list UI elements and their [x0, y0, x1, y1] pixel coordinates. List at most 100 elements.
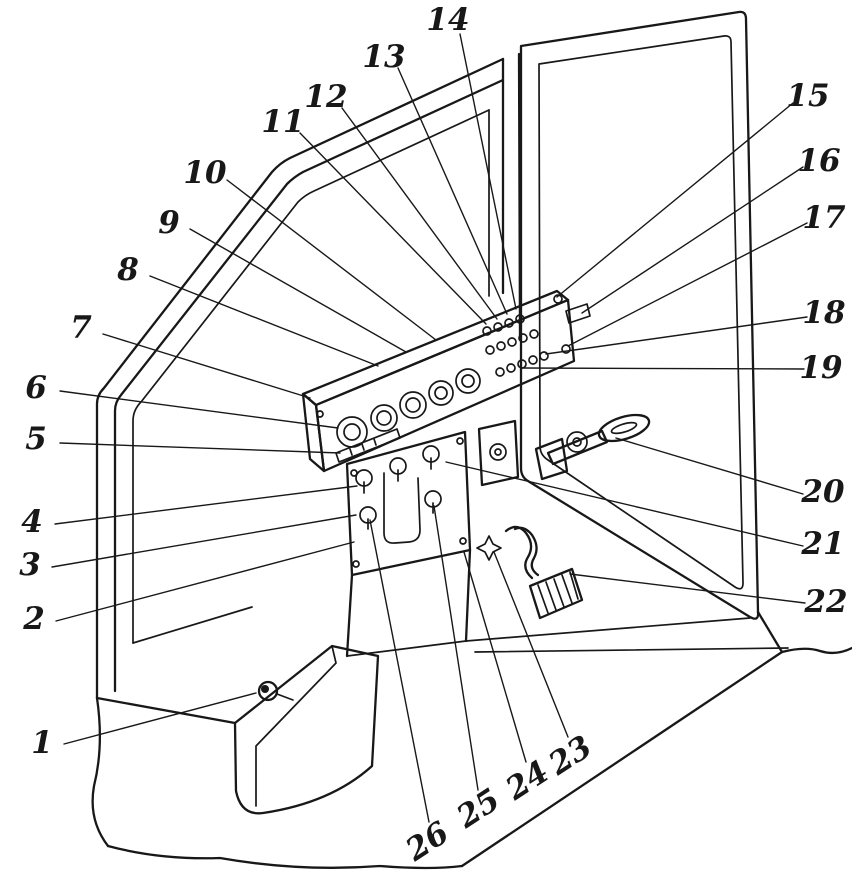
leader-line	[54, 485, 358, 525]
gauge	[428, 380, 454, 406]
callout-5: 5	[25, 421, 47, 457]
left-window-outer	[95, 57, 505, 700]
callout-13: 13	[362, 39, 405, 75]
gauge-dial	[405, 397, 421, 413]
callout-20: 20	[800, 474, 845, 510]
indicator-lamp	[482, 326, 492, 336]
indicator-lamp	[504, 318, 514, 328]
console-bolt	[352, 560, 360, 568]
callout-15: 15	[786, 78, 829, 114]
foot-pedal	[476, 525, 584, 620]
leader-line	[463, 551, 527, 763]
switch-knob	[359, 506, 377, 524]
hand-lever	[534, 413, 651, 481]
callout-9: 9	[158, 205, 180, 241]
floor-diagonal	[460, 650, 784, 868]
leader-line	[556, 102, 794, 298]
gauge	[399, 391, 427, 419]
leader-line	[369, 519, 430, 823]
data-plate-marks	[349, 438, 377, 456]
callout-2: 2	[22, 601, 45, 637]
callout-3: 3	[19, 547, 41, 583]
corner-join	[756, 610, 784, 654]
pedestal-left	[345, 573, 354, 658]
leader-line	[569, 573, 806, 604]
callout-labels: 1 2 3 4 5 6 7 8 9 10 11 12 13 14 15 16 1…	[19, 2, 847, 869]
indicator-lamp	[528, 355, 538, 365]
right-window-pane	[538, 35, 744, 590]
box-button-center	[494, 448, 502, 456]
lever-arm	[546, 429, 609, 466]
callout-19: 19	[799, 350, 842, 386]
callout-7: 7	[70, 310, 92, 346]
gauge	[455, 368, 481, 394]
pedestal-right	[464, 548, 472, 643]
console-bolt	[456, 437, 464, 445]
console-bolt	[350, 469, 358, 477]
floor-hump-inner	[255, 645, 337, 807]
callout-22: 22	[803, 584, 847, 620]
pedal-pad	[528, 567, 584, 620]
callout-26: 26	[399, 815, 456, 869]
floor-hump	[233, 644, 380, 815]
leader-line	[521, 367, 805, 370]
callout-6: 6	[25, 370, 47, 406]
leader-line	[59, 390, 339, 429]
lever-grip	[597, 413, 651, 443]
indicator-lights	[316, 294, 591, 418]
lever-mount	[534, 437, 569, 481]
indicator-lamp	[518, 333, 528, 343]
leader-line	[149, 275, 379, 367]
torn-right-edge	[780, 646, 852, 655]
knob-item-1-stem	[276, 693, 294, 701]
panel-screw	[553, 294, 563, 304]
torn-bottom-edge	[106, 844, 464, 870]
leader-line	[341, 107, 498, 320]
grip-outline	[597, 413, 651, 443]
switch-knob	[424, 490, 442, 508]
callout-24: 24	[499, 754, 556, 808]
indicator-lamp	[507, 337, 517, 347]
leader-line	[615, 437, 804, 495]
indicator-lamp	[529, 329, 539, 339]
lever-pivot	[566, 431, 588, 453]
callout-12: 12	[304, 79, 347, 115]
panel-left-cap	[301, 392, 326, 473]
leader-line	[51, 514, 357, 568]
callout-11: 11	[261, 104, 304, 140]
callout-4: 4	[21, 504, 43, 540]
leader-line	[397, 67, 508, 315]
data-plate	[335, 428, 401, 463]
right-floor-crease	[474, 647, 789, 653]
box-button	[489, 443, 507, 461]
console-bracket	[383, 472, 421, 544]
star-bolt	[476, 535, 502, 561]
indicator-lamp	[496, 341, 506, 351]
leader-line	[545, 316, 808, 355]
indicator-lamp	[506, 363, 516, 373]
cab-floor-knob	[257, 680, 294, 702]
leader-line	[63, 692, 257, 745]
leader-line	[59, 442, 341, 454]
left-window-pane	[132, 109, 490, 644]
pedal-tread	[537, 571, 579, 614]
leader-line	[581, 166, 804, 314]
grip-inner	[610, 421, 638, 435]
right-floor-line	[465, 617, 751, 642]
pedal-arm-b	[513, 526, 540, 577]
callout-1: 1	[31, 725, 53, 761]
switch-knob	[422, 445, 440, 463]
leader-line	[567, 222, 808, 347]
knob-item-1	[257, 680, 279, 702]
accessory-box	[477, 419, 520, 487]
sill-line	[95, 696, 237, 725]
callout-8: 8	[116, 252, 139, 288]
left-window-sill	[132, 606, 253, 644]
callout-17: 17	[802, 200, 846, 236]
knob-item-1-cap	[261, 685, 269, 693]
pedal-arm-a	[504, 525, 534, 580]
panel-screw	[316, 410, 324, 418]
indicator-lamp	[485, 345, 495, 355]
callout-10: 10	[183, 155, 227, 191]
indicator-lamp	[493, 322, 503, 332]
